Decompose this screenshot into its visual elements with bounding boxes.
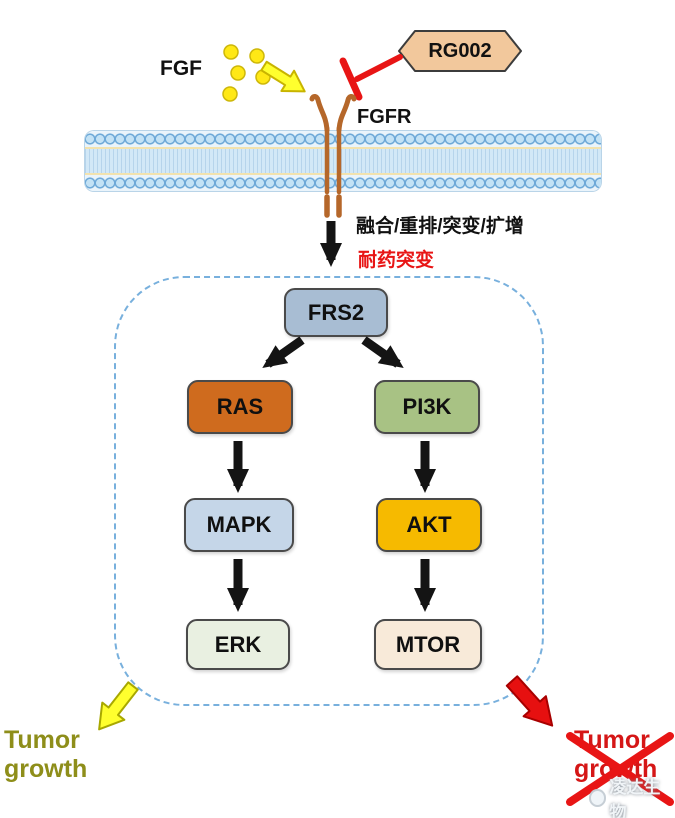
membrane-lipid-heads-top (85, 131, 601, 147)
rg002-inhibitor-badge: RG002 (398, 30, 522, 72)
membrane-lipid-heads-bottom (85, 175, 601, 191)
watermark-logo-icon (589, 789, 607, 807)
node-erk: ERK (186, 619, 290, 670)
watermark: 凌达生物 (589, 773, 675, 818)
membrane-core (85, 147, 601, 175)
node-pi3k: PI3K (374, 380, 480, 434)
badge-shape (398, 30, 522, 72)
tumor-growth-promoted-label: Tumor growth (4, 726, 88, 783)
fgf-ligand-dots-icon (222, 44, 271, 102)
rg002-inhibition-tbar (339, 54, 403, 101)
drug-resistance-mutation-label: 耐药突变 (358, 250, 435, 271)
badge-hexagon (398, 30, 522, 72)
node-frs2: FRS2 (284, 288, 388, 337)
node-akt: AKT (376, 498, 482, 552)
watermark-text: 凌达生物 (609, 778, 661, 818)
fgf-to-receptor-arrow (260, 60, 306, 93)
rg002-label: RG002 (428, 39, 492, 62)
cell-membrane (85, 131, 601, 191)
node-ras: RAS (187, 380, 293, 434)
node-mtor: MTOR (374, 619, 482, 670)
fgfr-receptor-label: FGFR (357, 106, 412, 128)
gene-alterations-label: 融合/重排/突变/扩增 (356, 216, 524, 237)
fgf-ligand-label: FGF (160, 57, 202, 80)
node-mapk: MAPK (184, 498, 294, 552)
